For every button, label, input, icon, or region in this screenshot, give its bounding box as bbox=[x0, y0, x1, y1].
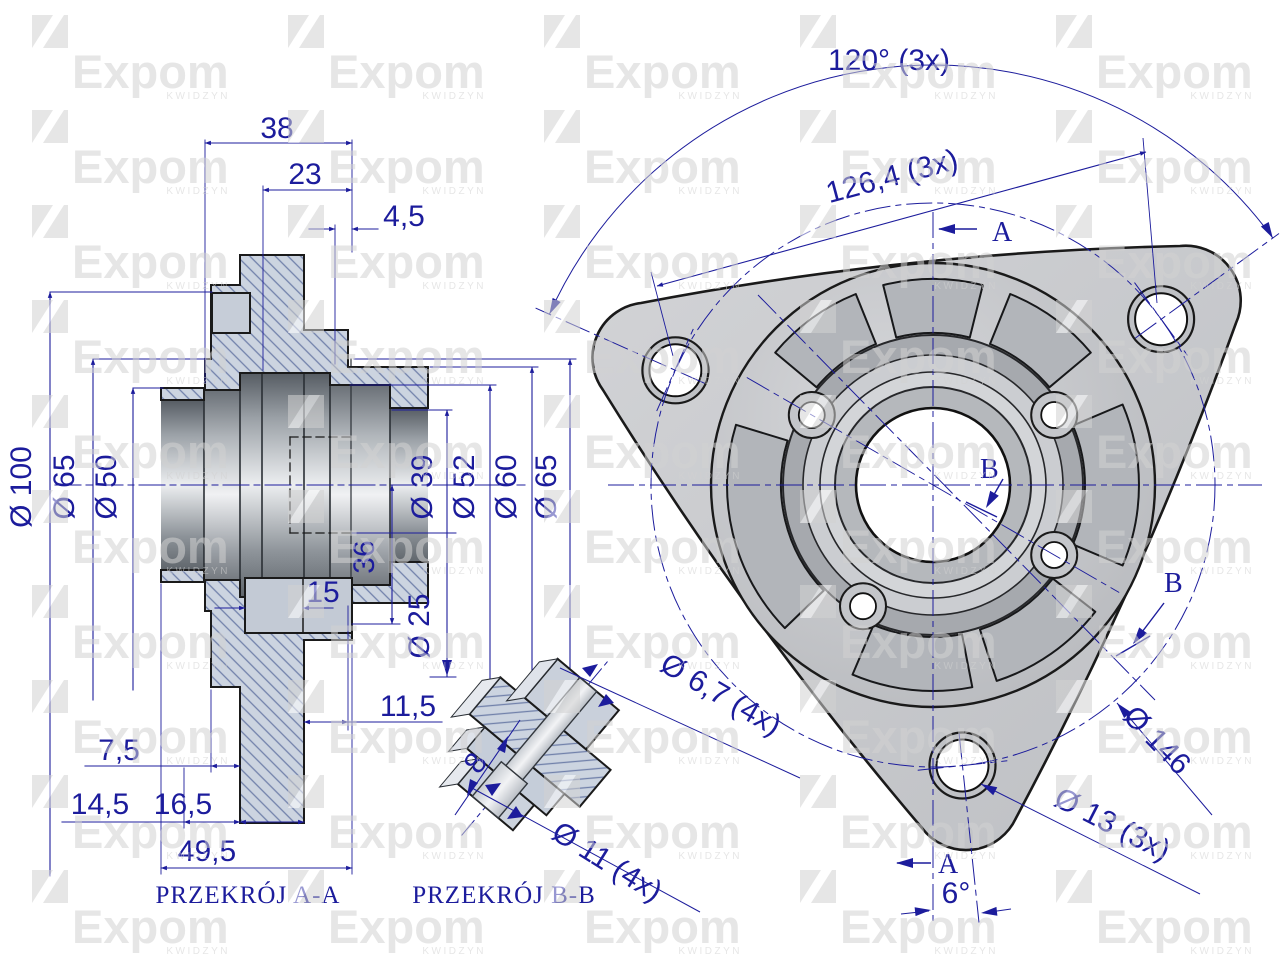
dim-d60: Ø 60 bbox=[490, 454, 523, 519]
marker-b-outer: B bbox=[1164, 568, 1183, 599]
dim-23: 23 bbox=[288, 158, 321, 191]
section-b-dim-8 bbox=[454, 719, 521, 816]
marker-a-top: A bbox=[992, 217, 1013, 248]
section-a-top-hole bbox=[211, 292, 251, 334]
dim-4-5: 4,5 bbox=[383, 200, 425, 233]
